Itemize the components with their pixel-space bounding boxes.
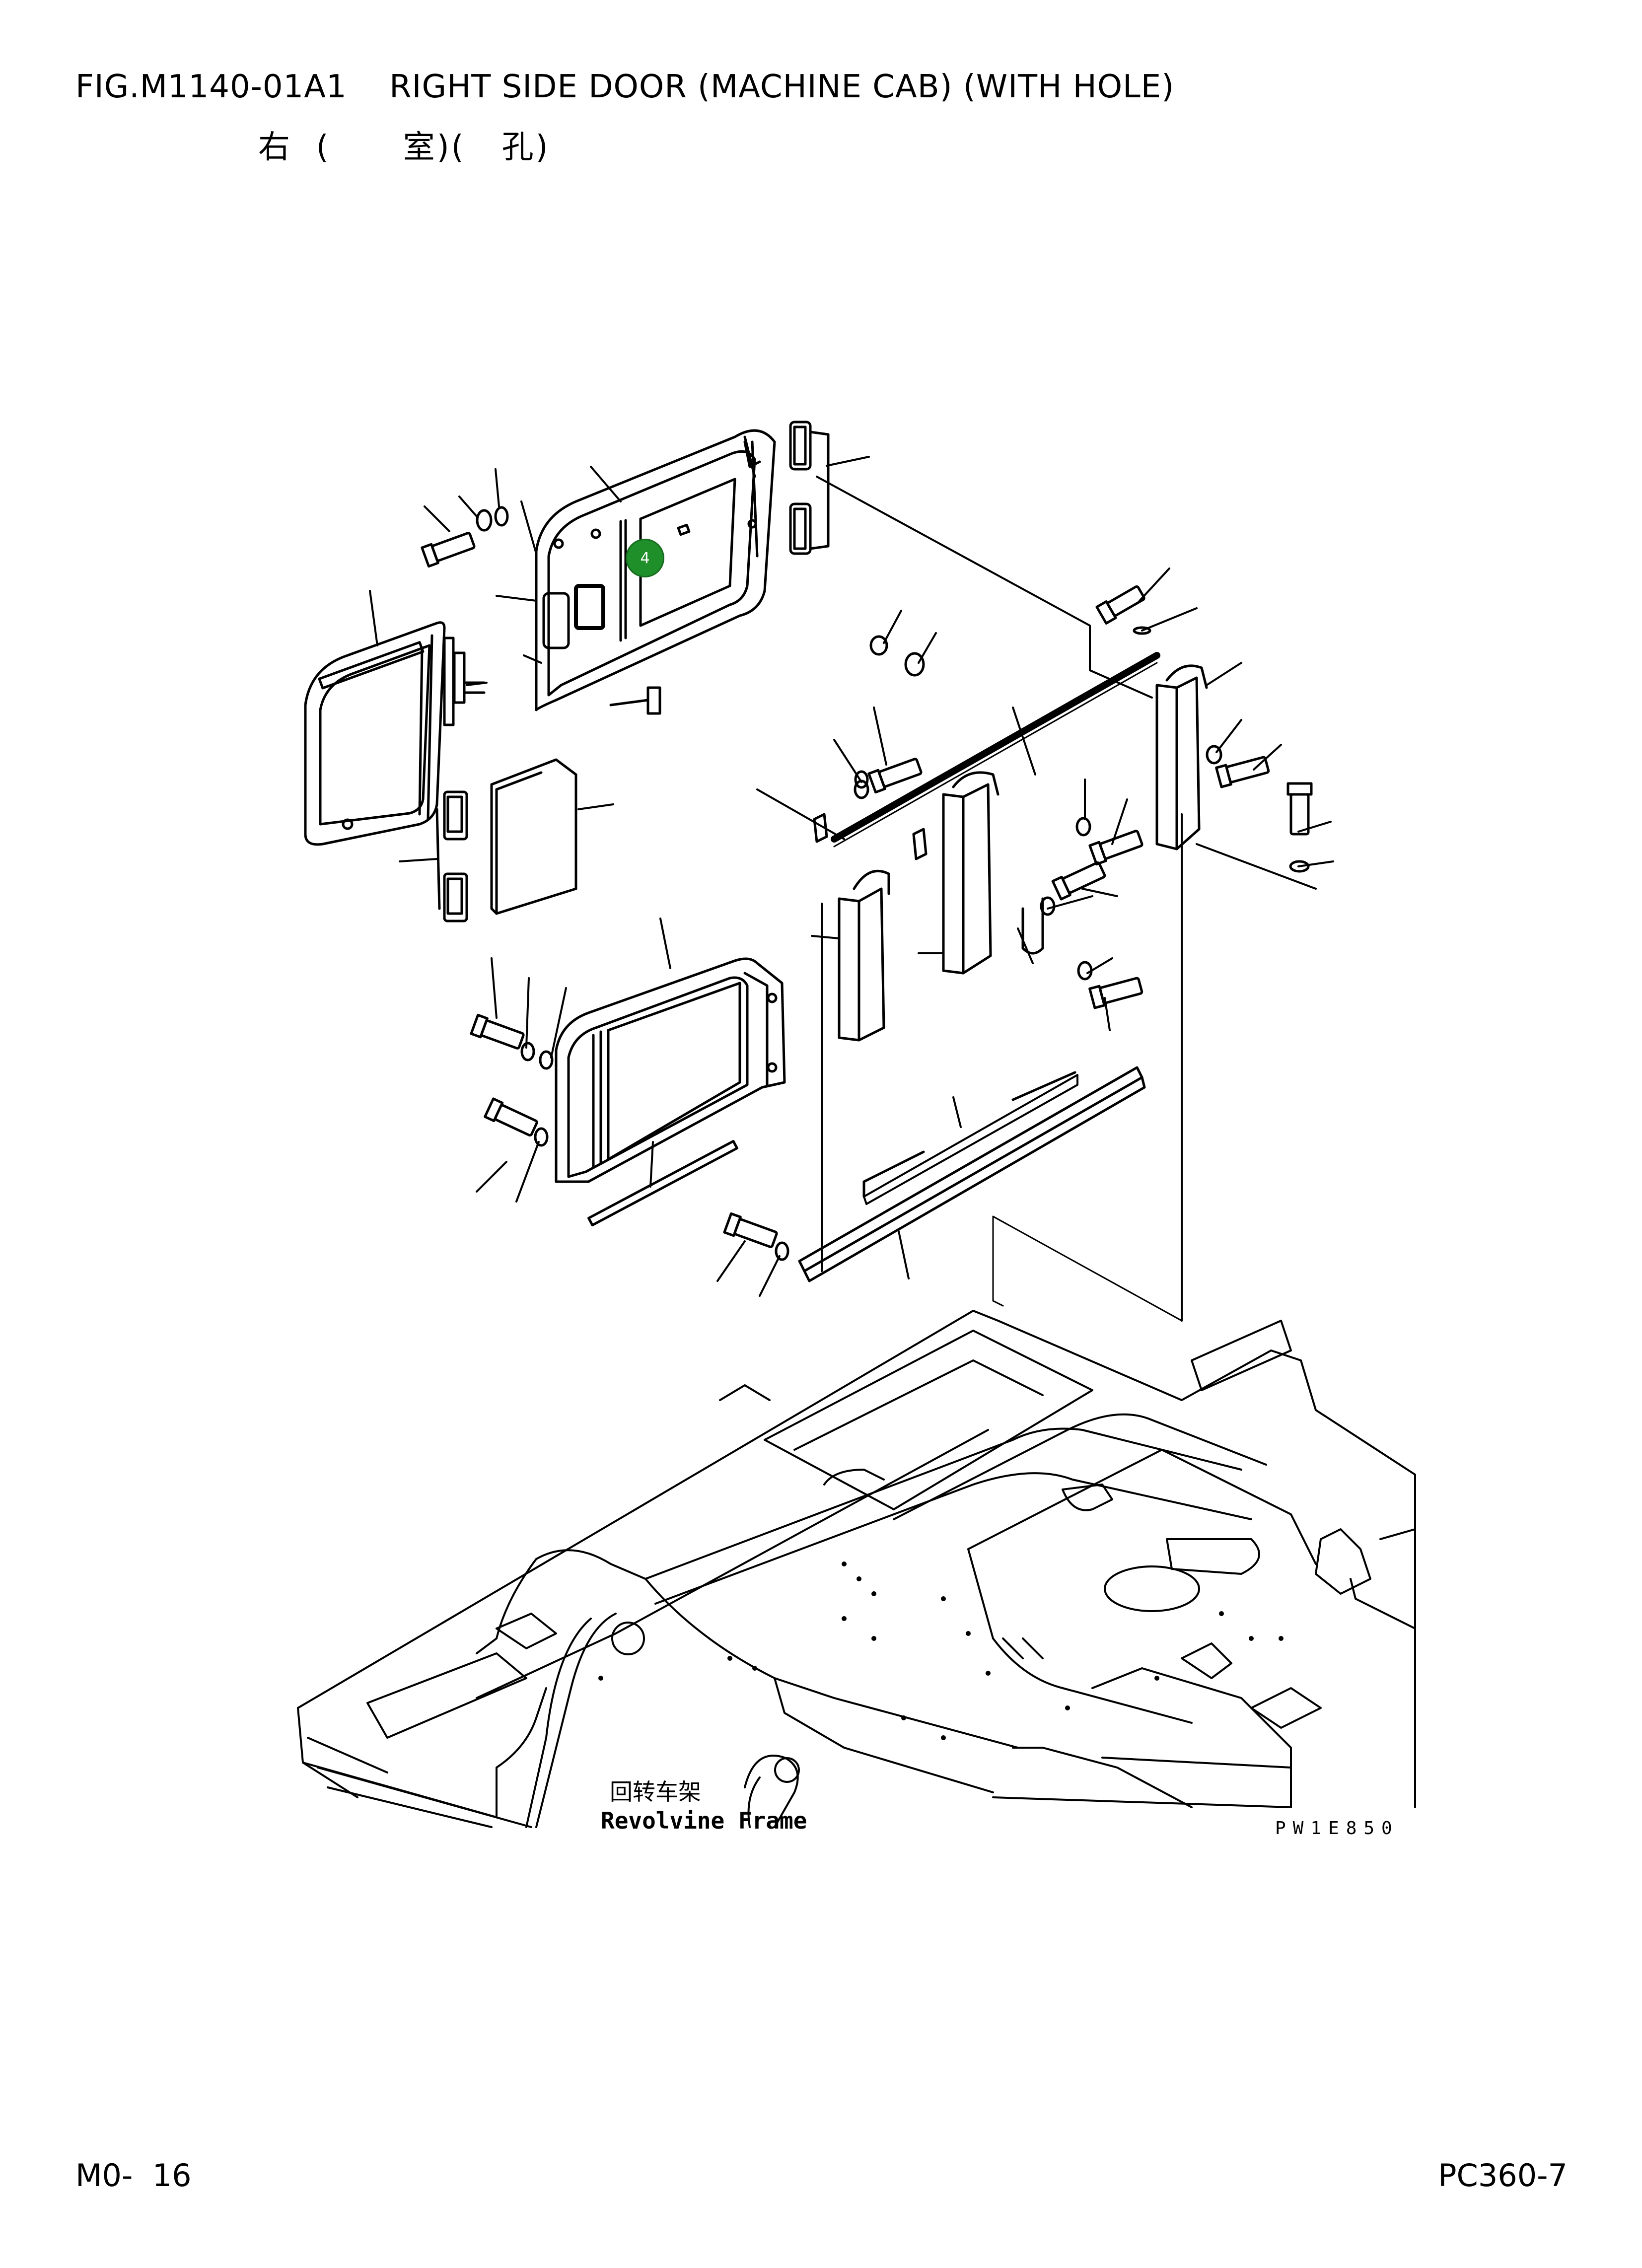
upper-window-frame: [304, 621, 446, 846]
sill-to-frame-outline: [992, 1215, 1183, 1322]
diagonal-rod: [831, 652, 1160, 848]
figure-title: FIG.M1140-01A1 RIGHT SIDE DOOR (MACHINE …: [75, 69, 1175, 105]
lower-left-hinges: [435, 790, 468, 922]
left-hinge-strip: [443, 637, 486, 726]
panel-plate: [490, 758, 577, 915]
frame-label: Revolvine Frame: [601, 1807, 807, 1834]
upper-door-panel: [535, 429, 776, 711]
vertical-rails: [813, 664, 1208, 1042]
part-callout-badge: 4: [626, 539, 664, 577]
leader-lines: [369, 456, 1334, 1322]
revolving-frame: [297, 1310, 1416, 1828]
model-number: PC360-7: [1438, 2157, 1568, 2194]
upper-hinges: [789, 421, 830, 555]
frame-label-chinese: 回转车架: [610, 1778, 701, 1805]
bottom-rail: [798, 1066, 1146, 1282]
page-id: M0- 16: [75, 2157, 192, 2194]
lower-door: [555, 957, 786, 1227]
bolts-and-washers: [421, 506, 1313, 1261]
drawing-code: PW1E850: [1275, 1818, 1399, 1839]
figure-title-chinese: 右 ( 室)( 孔): [258, 129, 550, 166]
frame-rivets: [598, 1561, 1284, 1740]
